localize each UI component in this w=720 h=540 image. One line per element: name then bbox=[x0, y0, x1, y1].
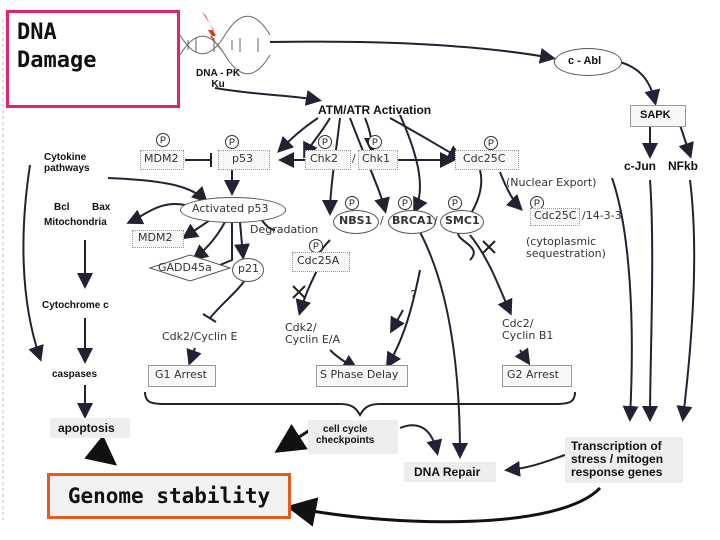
p53-box bbox=[218, 150, 270, 170]
bax-label: Bax bbox=[92, 202, 111, 213]
phospho-nbs1: P bbox=[345, 196, 359, 210]
checkpoints-bg bbox=[308, 420, 398, 454]
s-phase-box bbox=[316, 365, 408, 387]
cdc25a-label: Cdc25A bbox=[297, 254, 340, 267]
checkpoint-brace bbox=[144, 391, 576, 418]
chk1-box bbox=[358, 150, 398, 170]
cytochrome-label: Cytochrome c bbox=[42, 300, 109, 311]
genome-stability-box: Genome stability bbox=[47, 473, 291, 519]
cdc25a-box bbox=[292, 252, 350, 272]
cdk2-cyclinEA-label: Cdk2/ Cyclin E/A bbox=[285, 321, 340, 347]
degradation-label: Degradation bbox=[250, 223, 319, 236]
complex-slash-2: / bbox=[434, 214, 438, 227]
p53-label: p53 bbox=[232, 152, 253, 165]
nbs1-label: NBS1 bbox=[339, 214, 373, 227]
p21-oval bbox=[232, 258, 264, 282]
transcription-bg bbox=[565, 437, 683, 483]
phospho-cdc25c: P bbox=[484, 136, 498, 150]
dna-repair-label: DNA Repair bbox=[414, 465, 481, 479]
sapk-box bbox=[630, 105, 686, 127]
cytoplasmic-label: (cytoplasmic sequestration) bbox=[526, 235, 606, 261]
cdc25c-box bbox=[455, 150, 519, 170]
cdc25c-1433-cdc: Cdc25C bbox=[534, 209, 577, 222]
dna-damage-box: DNA Damage bbox=[6, 10, 180, 108]
block-marks bbox=[292, 240, 496, 299]
g1-arrest-box bbox=[148, 365, 216, 387]
s-phase-label: S Phase Delay bbox=[320, 368, 399, 381]
question-mark: ? bbox=[410, 289, 417, 304]
cdc25c-1433-box bbox=[530, 208, 580, 226]
pathway-arrows bbox=[22, 40, 696, 477]
cabl-oval bbox=[554, 48, 622, 76]
phospho-chk2: P bbox=[318, 135, 332, 149]
p21-label: p21 bbox=[238, 262, 259, 275]
cabl-label: c - Abl bbox=[568, 55, 602, 67]
mdm2-top-label: MDM2 bbox=[144, 152, 179, 165]
g1-arrest-label: G1 Arrest bbox=[155, 368, 207, 381]
nbs1-oval bbox=[333, 210, 379, 234]
cdc25c-label: Cdc25C bbox=[463, 152, 506, 165]
phospho-chk1: P bbox=[368, 135, 382, 149]
title-line2: Damage bbox=[17, 47, 97, 73]
title-line1: DNA bbox=[17, 20, 57, 45]
caspases-label: caspases bbox=[52, 369, 98, 380]
sapk-label: SAPK bbox=[640, 109, 671, 121]
atm-label: ATM/ATR Activation bbox=[318, 103, 432, 117]
apoptosis-bg bbox=[50, 418, 130, 438]
chk2-label: Chk2 bbox=[310, 152, 339, 165]
gadd45a-label: GADD45a bbox=[158, 261, 212, 274]
nuclear-export-label: (Nuclear Export) bbox=[506, 176, 597, 189]
phospho-brca1: P bbox=[398, 196, 412, 210]
cdc25c-1433-rest: /14-3-3 bbox=[582, 209, 622, 222]
brca1-label: BRCA1 bbox=[392, 214, 434, 227]
mitochondria-label: Mitochondria bbox=[44, 217, 107, 228]
bold-arrows bbox=[84, 424, 602, 527]
cjun-label: c-Jun bbox=[624, 159, 657, 173]
dna-repair-bg bbox=[404, 462, 496, 482]
brca1-oval bbox=[388, 210, 436, 234]
chk-sep: / bbox=[352, 152, 356, 165]
phospho-mdm2: P bbox=[156, 133, 170, 147]
phospho-p53: P bbox=[225, 135, 239, 149]
complex-slash-1: / bbox=[380, 214, 384, 227]
chk1-label: Chk1 bbox=[362, 152, 391, 165]
cdk2-cyclinE-label: Cdk2/Cyclin E bbox=[162, 330, 238, 343]
smc1-oval bbox=[440, 210, 484, 234]
cdc2-cyclinB1-label: Cdc2/ Cyclin B1 bbox=[502, 317, 554, 343]
activated-p53-oval bbox=[180, 197, 286, 223]
phospho-smc1: P bbox=[448, 196, 462, 210]
dna-helix-icon bbox=[179, 15, 271, 75]
chk2-box bbox=[305, 150, 351, 170]
smc1-label: SMC1 bbox=[445, 214, 480, 227]
lightning-icon bbox=[202, 12, 222, 52]
cytokine-label: Cytokine pathways bbox=[44, 152, 90, 174]
mdm2-low-box bbox=[132, 230, 184, 248]
nfkb-label: NFkb bbox=[668, 159, 698, 173]
transcription-label: Transcription of stress / mitogen respon… bbox=[571, 439, 664, 480]
g2-arrest-box bbox=[502, 365, 572, 387]
mdm2-low-label: MDM2 bbox=[138, 231, 173, 244]
g2-arrest-label: G2 Arrest bbox=[507, 368, 559, 381]
checkpoints-label: cell cycle checkpoints bbox=[316, 424, 375, 446]
activated-p53-label: Activated p53 bbox=[192, 202, 269, 215]
mdm2-top-box bbox=[140, 150, 184, 170]
phospho-cdc25a: P bbox=[309, 239, 323, 253]
gadd45a-diamond bbox=[148, 254, 232, 282]
bcl-label: Bcl bbox=[54, 202, 70, 213]
apoptosis-label: apoptosis bbox=[58, 421, 115, 435]
dnapk-label: DNA - PK Ku bbox=[196, 68, 241, 90]
